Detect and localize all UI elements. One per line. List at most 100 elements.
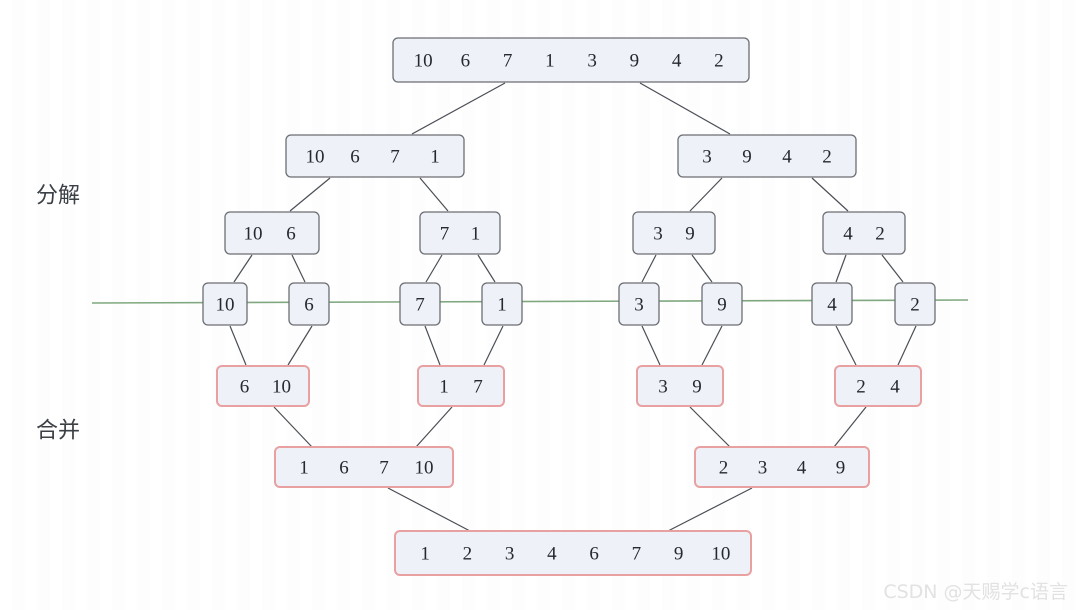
array-node[interactable]: 10 6 [224,211,320,255]
array-cell-value: 9 [685,224,695,245]
connector-line [233,254,253,283]
split-node-box [399,282,441,326]
merge-label: 合并 [36,419,80,444]
connector-line [289,177,331,212]
split-node-box [419,211,501,255]
split-node-box [632,211,716,255]
split-node-box [481,282,523,326]
split-node-box [224,211,320,255]
connector-line [835,254,847,283]
array-cell-value: 7 [415,295,425,316]
split-node-box [202,282,248,326]
array-cell-value: 1 [439,377,449,398]
merge-node-box [417,365,505,407]
merge-node-box [834,365,922,407]
array-cell-value: 7 [632,544,642,565]
csdn-watermark: CSDN @天赐学c语言 [883,581,1068,603]
split-label: 分解 [36,184,80,209]
merge-node-box [636,365,724,407]
connector-line [667,487,753,532]
array-cell-value: 10 [415,458,434,479]
array-cell-value: 6 [589,544,599,565]
connector-line [287,325,313,366]
connector-line [291,254,306,283]
array-node[interactable]: 6 [288,282,330,326]
array-cell-value: 9 [674,544,684,565]
array-node[interactable]: 7 [399,282,441,326]
merge-node-box [394,530,752,576]
array-cell-value: 1 [545,51,555,72]
array-cell-value: 7 [379,458,389,479]
array-cell-value: 4 [890,377,900,398]
array-cell-value: 2 [719,458,729,479]
connector-line [897,325,917,366]
connector-line [387,487,471,532]
connector-line [411,82,506,135]
connector-line [483,325,504,366]
array-cell-value: 6 [286,224,296,245]
array-cell-value: 6 [339,458,349,479]
split-node-box [288,282,330,326]
array-cell-value: 2 [875,224,885,245]
array-cell-value: 7 [440,224,450,245]
split-node-box [811,282,853,326]
array-cell-value: 3 [702,147,712,168]
array-cell-value: 2 [714,51,724,72]
array-cell-value: 9 [717,295,727,316]
split-node-box [392,37,750,83]
array-node[interactable]: 4 [811,282,853,326]
array-cell-value: 10 [414,51,433,72]
split-node-box [677,134,857,178]
array-node[interactable]: 10 [202,282,248,326]
connector-line [689,177,723,212]
array-cell-value: 1 [299,458,309,479]
array-cell-value: 9 [836,458,846,479]
array-cell-value: 7 [390,147,400,168]
array-node[interactable]: 9 [701,282,743,326]
array-cell-value: 2 [463,544,473,565]
array-cell-value: 10 [272,377,291,398]
array-cell-value: 1 [430,147,440,168]
array-cell-value: 6 [304,295,314,316]
array-cell-value: 9 [692,377,702,398]
connector-line [641,325,661,366]
array-cell-value: 6 [461,51,471,72]
array-cell-value: 4 [797,458,807,479]
array-cell-value: 4 [782,147,792,168]
array-cell-value: 10 [244,224,263,245]
array-cell-value: 3 [653,224,663,245]
array-node[interactable]: 1 6 7 10 [274,446,454,488]
split-node-box [285,134,465,178]
array-node[interactable]: 2 [894,282,936,326]
array-cell-value: 3 [505,544,515,565]
connector-edges-layer [229,82,917,532]
array-node[interactable]: 3 [618,282,660,326]
connector-line [229,325,247,366]
connector-line [425,254,443,283]
array-cell-value: 7 [503,51,513,72]
split-node-box [822,211,906,255]
array-cell-value: 3 [587,51,597,72]
connector-line [641,254,657,283]
array-node[interactable]: 1 [481,282,523,326]
array-cell-value: 1 [420,544,430,565]
